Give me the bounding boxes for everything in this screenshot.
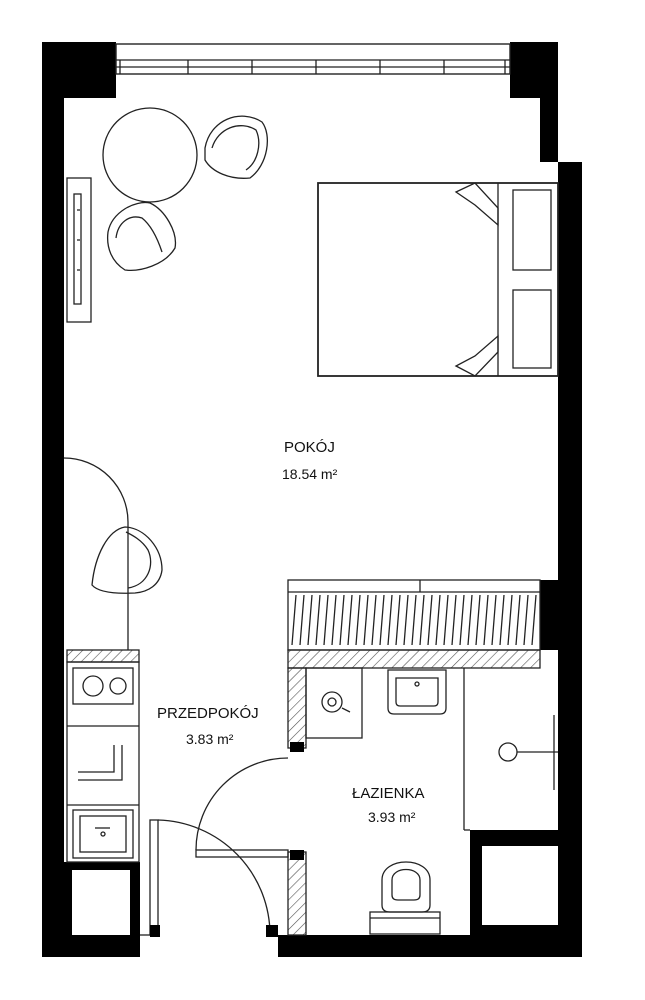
exterior-walls <box>42 42 582 957</box>
kitchen-sink <box>72 809 134 859</box>
dining-table <box>102 107 198 203</box>
window-top <box>115 43 511 75</box>
washbasin <box>387 669 447 715</box>
kitchenette <box>66 661 140 863</box>
room-area-pokoj: 18.54 m² <box>282 466 338 482</box>
radiator <box>66 177 92 323</box>
room-name-pokoj: POKÓJ <box>284 439 335 456</box>
armchair <box>204 115 268 179</box>
partition-walls <box>66 649 541 936</box>
double-bed <box>317 182 559 377</box>
shower <box>463 668 558 830</box>
armchair <box>106 201 177 271</box>
room-area-lazienka: 3.93 m² <box>368 809 416 825</box>
door-swing-room <box>63 457 129 650</box>
room-name-lazienka: ŁAZIENKA <box>352 785 425 802</box>
chair <box>91 526 163 594</box>
entrance-door <box>140 819 278 937</box>
hangers <box>291 594 537 646</box>
washing-machine <box>305 667 363 739</box>
wardrobe <box>287 579 541 651</box>
room-area-przedpokoj: 3.83 m² <box>186 731 234 747</box>
fridge-symbol <box>78 745 123 781</box>
toilet <box>369 861 441 935</box>
cooktop <box>72 667 134 705</box>
bathroom-door <box>195 757 289 858</box>
room-name-przedpokoj: PRZEDPOKÓJ <box>157 705 259 722</box>
